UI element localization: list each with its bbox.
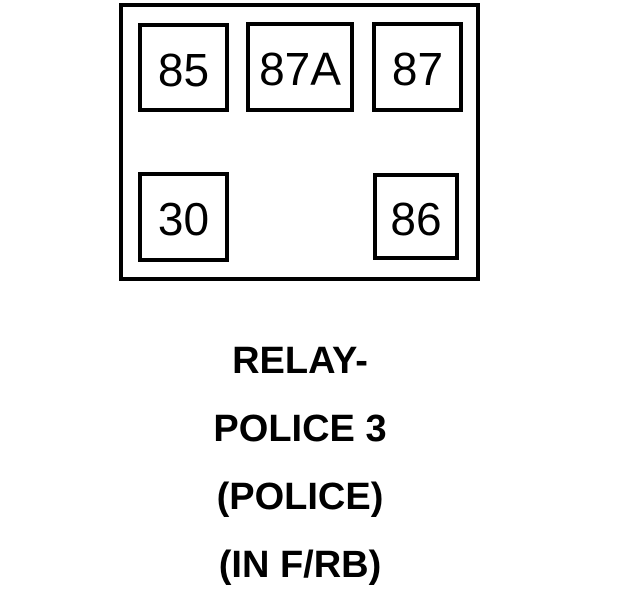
pin-label-86: 86	[390, 192, 442, 245]
caption-line-2: POLICE 3	[213, 408, 387, 450]
pin-box-87: 87	[372, 22, 463, 112]
pin-box-87a: 87A	[246, 22, 354, 112]
pin-label-87: 87	[391, 43, 444, 95]
caption-line-3: (POLICE)	[216, 476, 384, 518]
pin-label-30: 30	[157, 193, 210, 245]
caption-line-4: (IN F/RB)	[218, 544, 382, 586]
pin-label-85: 85	[157, 43, 210, 96]
pin-box-85: 85	[138, 23, 229, 112]
caption-line-1: RELAY-	[232, 340, 368, 382]
relay-caption: RELAY- POLICE 3 (POLICE) (IN F/RB)	[0, 327, 600, 599]
pin-label-87a: 87A	[259, 43, 341, 95]
pin-box-86: 86	[373, 173, 459, 260]
pin-box-30: 30	[138, 172, 229, 262]
relay-body-outline: 85 87A 87 30 86	[119, 3, 480, 281]
